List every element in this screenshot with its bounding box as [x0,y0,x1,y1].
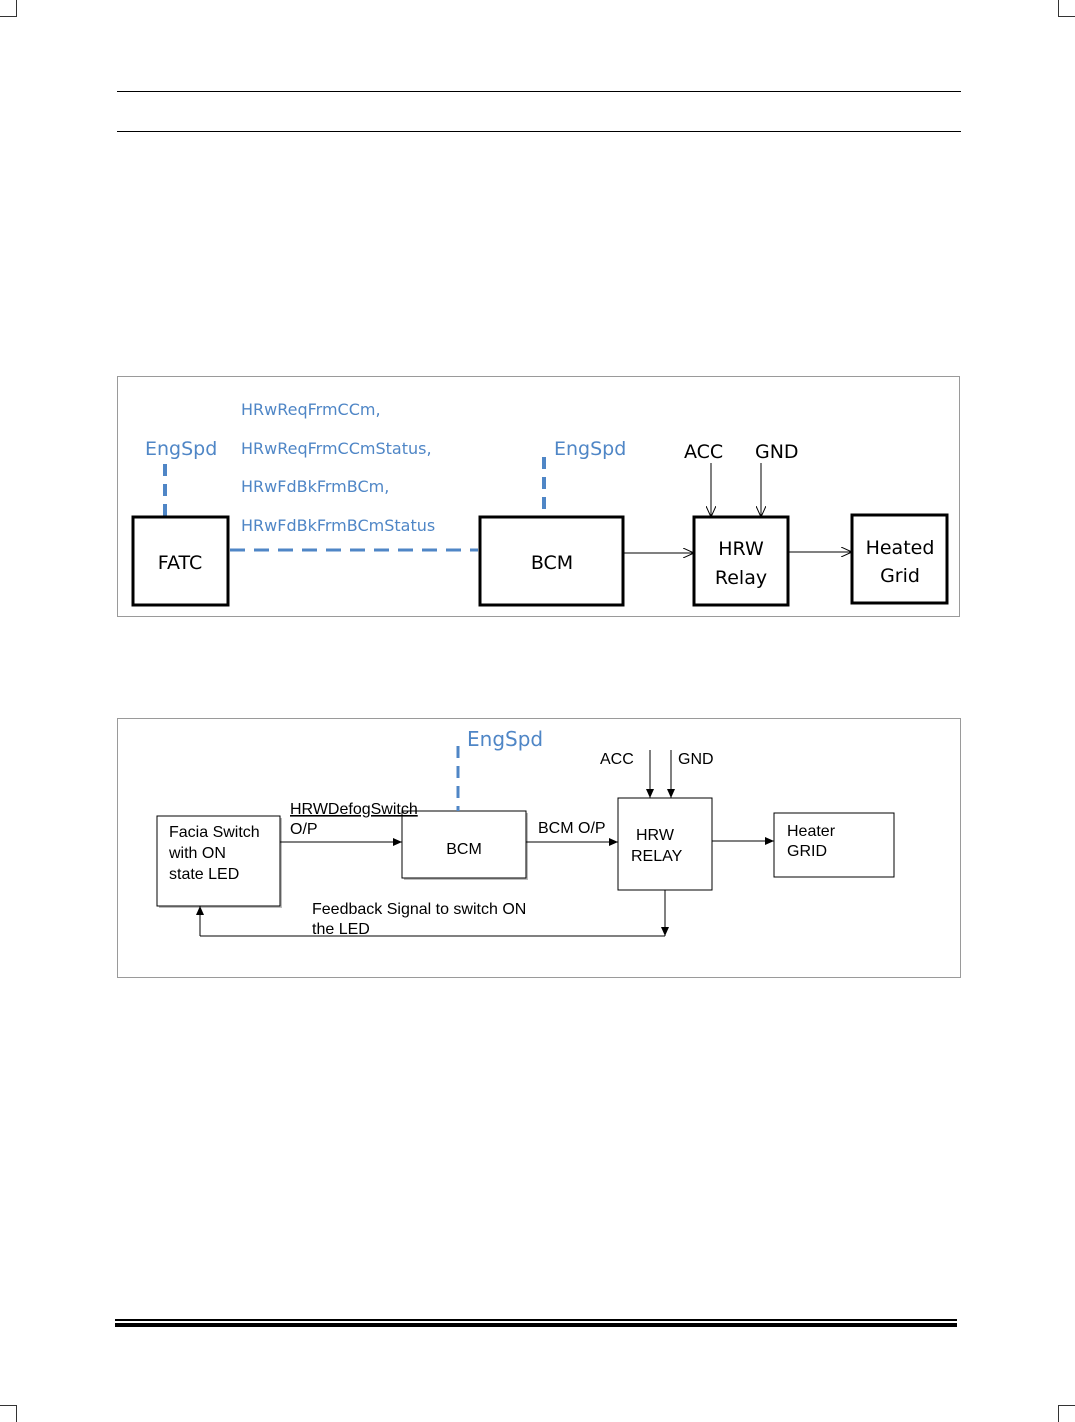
footer-rule-thin [115,1319,957,1321]
signal-label-4: HRwFdBkFrmBCmStatus [241,516,435,535]
heater-grid-label-line1: Heater [787,823,836,840]
heated-grid-label-line1: Heated [866,537,935,559]
heated-grid-box [850,513,949,605]
bcm-box-2 [401,810,527,879]
engspd-label-2: EngSpd [467,727,543,751]
feedback-label-line1: Feedback Signal to switch ON [312,901,526,918]
fatc-label: FATC [158,552,202,574]
heated-grid-label-line2: Grid [880,565,920,587]
facia-switch-label-line2: with ON [168,845,226,862]
facia-switch-label-line3: state LED [169,866,239,883]
feedback-label-line2: the LED [312,921,370,938]
defog-switch-label-line2: O/P [290,821,318,838]
hrw-relay-box-2 [617,797,713,891]
crop-mark-bottom-right [1058,1405,1075,1422]
defog-switch-label-line1: HRWDefogSwitch [290,801,418,818]
block-diagram-facia-switch: Facia Switch with ON state LED BCM HRW R… [117,718,961,978]
engspd-bcm-label: EngSpd [554,438,626,460]
hrw-relay-label-2-line2: RELAY [631,848,683,865]
gnd-label: GND [755,441,799,463]
fatc-box [131,515,230,607]
hrw-relay-label-line2: Relay [715,567,767,589]
hrw-relay-box [692,515,790,607]
bcm-box [478,515,625,607]
engspd-fatc-label: EngSpd [145,438,217,460]
signal-label-2: HRwReqFrmCCmStatus, [241,439,432,458]
crop-mark-top-right [1058,0,1075,17]
heater-grid-box [773,812,895,878]
heater-grid-label-line2: GRID [787,843,827,860]
acc-label-2: ACC [600,751,634,768]
hrw-relay-label-2-line1: HRW [636,827,675,844]
block-diagram-fatc: FATC BCM HRW Relay Heated Grid EngSpd En… [117,376,960,617]
footer-rule-thick [115,1323,957,1327]
bcm-op-label: BCM O/P [538,820,606,837]
facia-switch-label-line1: Facia Switch [169,824,260,841]
signal-label-1: HRwReqFrmCCm, [241,400,381,419]
header-rule-top [117,91,961,92]
signal-label-3: HRwFdBkFrmBCm, [241,477,389,496]
acc-label: ACC [684,441,723,463]
block-diagram-facia-switch-svg: Facia Switch with ON state LED BCM HRW R… [156,727,895,938]
crop-mark-top-left [0,0,17,17]
bcm-label-2: BCM [446,841,482,858]
crop-mark-bottom-left [0,1405,17,1422]
header-rule-bottom [117,131,961,132]
gnd-label-2: GND [678,751,714,768]
block-diagram-fatc-svg: FATC BCM HRW Relay Heated Grid EngSpd En… [131,400,949,607]
hrw-relay-label-line1: HRW [718,538,764,560]
facia-switch-box [156,815,281,907]
bcm-label: BCM [531,552,573,574]
